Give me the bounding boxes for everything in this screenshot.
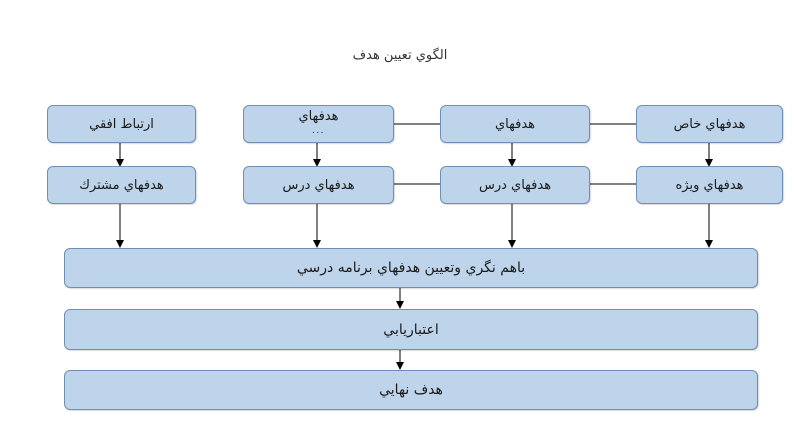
- box-coordinate-goals: باهم نگري وتعيين هدفهاي برنامه درسي: [64, 248, 758, 288]
- box-final-goal-label: هدف نهايي: [379, 382, 443, 398]
- box-validation: اعتباريابي: [64, 309, 758, 350]
- box-final-goal: هدف نهايي: [64, 370, 758, 410]
- box-special-goals: هدفهاي ويژه: [636, 166, 783, 204]
- box-specific-goals-label: هدفهاي خاص: [673, 116, 746, 132]
- box-horizontal-link-label: ارتباط افقي: [89, 116, 154, 132]
- box-goals-left-label: هدفهاي: [298, 109, 339, 124]
- box-horizontal-link: ارتباط افقي: [47, 105, 196, 143]
- box-goals-left-sublabel: ...: [311, 126, 326, 136]
- box-shared-goals-label: هدفهاي مشترك: [79, 177, 164, 193]
- box-course-goals-mid: هدفهاي درس: [440, 166, 590, 204]
- box-validation-label: اعتباريابي: [383, 321, 439, 338]
- box-specific-goals: هدفهاي خاص: [636, 105, 783, 143]
- box-course-goals-left: هدفهاي درس: [243, 166, 394, 204]
- box-goals-left: هدفهاي ...: [243, 105, 394, 143]
- box-course-goals-left-label: هدفهاي درس: [282, 177, 355, 193]
- box-special-goals-label: هدفهاي ويژه: [675, 177, 744, 193]
- box-shared-goals: هدفهاي مشترك: [47, 166, 196, 204]
- box-goals-mid: هدفهاي: [440, 105, 590, 143]
- box-coordinate-goals-label: باهم نگري وتعيين هدفهاي برنامه درسي: [296, 260, 526, 276]
- diagram-title: الگوي تعيين هدف: [352, 48, 448, 63]
- box-course-goals-mid-label: هدفهاي درس: [478, 177, 552, 193]
- box-goals-mid-label: هدفهاي: [494, 116, 536, 132]
